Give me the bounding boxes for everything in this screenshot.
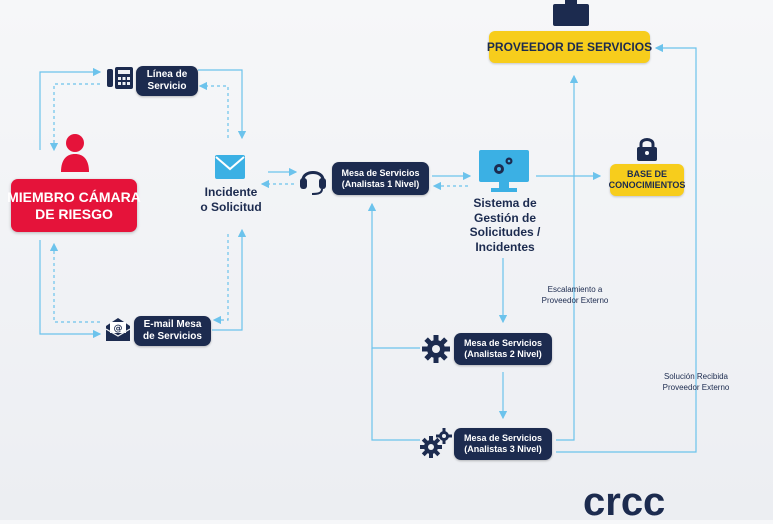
monitor-gears-icon: [479, 150, 529, 192]
base-conocimientos-box: BASE DE CONOCIMIENTOS: [608, 164, 686, 196]
incidente-line1: Incidente: [204, 185, 258, 199]
sistema-gestion-label: Sistema de Gestión de Solicitudes / Inci…: [460, 196, 550, 254]
phone-icon: [107, 67, 133, 89]
email-mesa-box: E-mail Mesa de Servicios: [134, 316, 211, 346]
mesa-servicios-nivel3-box: Mesa de Servicios (Analistas 3 Nivel): [454, 428, 552, 460]
mesa3-line2: (Analistas 3 Nivel): [464, 444, 542, 454]
headset-icon: [300, 171, 326, 195]
envelope-icon: [215, 155, 245, 179]
miembro-line2: DE RIESGO: [35, 205, 113, 222]
escalamiento-label: Escalamiento a Proveedor Externo: [530, 284, 620, 306]
solucion-line1: Solución Recibida: [663, 372, 729, 381]
miembro-line1: MIEMBRO CÁMARA: [7, 188, 141, 205]
base-line1: BASE DE: [626, 169, 667, 179]
lock-icon: [637, 138, 657, 161]
escalamiento-line1: Escalamiento a: [547, 285, 603, 294]
gears-icon: [420, 428, 452, 458]
person-icon: [61, 134, 89, 172]
proveedor-servicios-label: PROVEEDOR DE SERVICIOS: [486, 40, 653, 54]
sistema-line2: Gestión de: [473, 210, 536, 225]
crcc-logo: crcc: [583, 480, 666, 524]
mesa2-line1: Mesa de Servicios: [463, 338, 543, 348]
mesa-servicios-nivel2-box: Mesa de Servicios (Analistas 2 Nivel): [454, 333, 552, 365]
svg-text:@: @: [114, 324, 123, 334]
email-at-icon: @: [106, 318, 130, 341]
mesa1-line2: (Analistas 1 Nivel): [341, 178, 420, 189]
sistema-line3: Solicitudes /: [469, 225, 541, 239]
linea-servicio-line1: Línea de: [146, 69, 188, 80]
miembro-camara-box: MIEMBRO CÁMARA DE RIESGO: [7, 179, 141, 232]
linea-servicio-box: Línea de Servicio: [136, 66, 198, 96]
sistema-line4: Incidentes: [475, 239, 535, 254]
solucion-recibida-label: Solución Recibida Proveedor Externo: [650, 371, 742, 393]
sistema-line1: Sistema de: [473, 196, 537, 210]
mesa1-line1: Mesa de Servicios: [341, 167, 420, 178]
solucion-line2: Proveedor Externo: [662, 383, 730, 392]
incidente-solicitud-label: Incidente o Solicitud: [196, 185, 266, 215]
incidente-line2: o Solicitud: [200, 200, 262, 214]
mesa3-line1: Mesa de Servicios: [463, 433, 543, 443]
email-mesa-line2: de Servicios: [143, 331, 202, 342]
mesa2-line2: (Analistas 2 Nivel): [464, 349, 542, 359]
linea-servicio-line2: Servicio: [147, 81, 187, 92]
base-line2: CONOCIMIENTOS: [608, 180, 686, 190]
gear-icon: [422, 335, 450, 363]
email-mesa-line1: E-mail Mesa: [143, 319, 202, 330]
mesa-servicios-nivel1-box: Mesa de Servicios (Analistas 1 Nivel): [332, 162, 429, 195]
briefcase-icon: [553, 0, 589, 26]
escalamiento-line2: Proveedor Externo: [541, 296, 609, 305]
proveedor-servicios-box: PROVEEDOR DE SERVICIOS: [486, 31, 653, 63]
